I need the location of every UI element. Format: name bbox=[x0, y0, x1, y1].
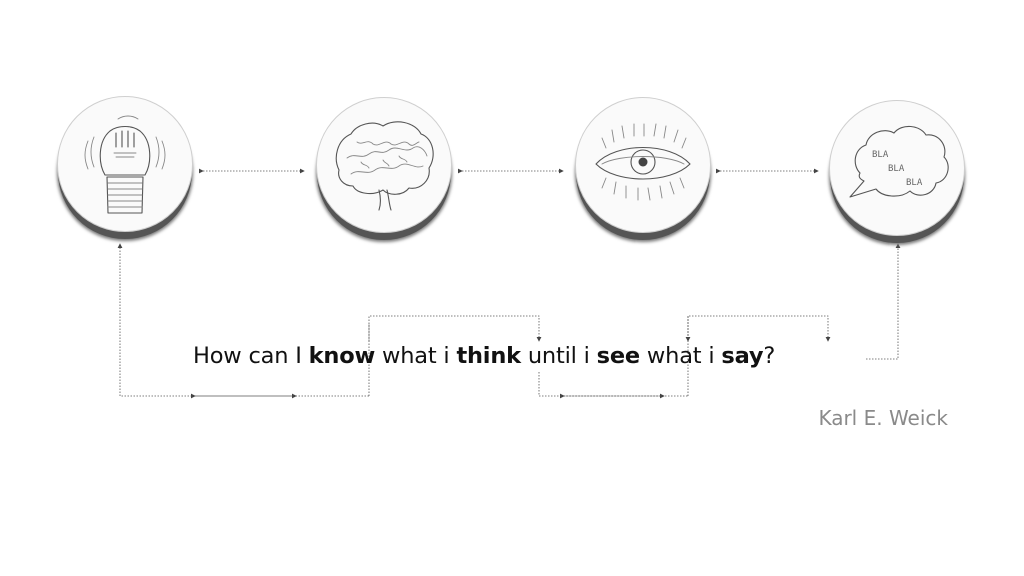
quote-part-4: what i bbox=[639, 343, 722, 369]
bubble-word-1: BLA bbox=[872, 150, 889, 160]
quote-word-see: see bbox=[596, 343, 641, 369]
loop-know-to-bulb bbox=[117, 243, 369, 397]
quote-word-know: know bbox=[308, 343, 376, 369]
speech-bubble-node: BLA BLA BLA bbox=[829, 100, 965, 236]
bubble-word-2: BLA bbox=[888, 164, 905, 174]
lightbulb-icon bbox=[84, 115, 166, 214]
bubble-word-3: BLA bbox=[906, 178, 923, 188]
quote-word-say: say bbox=[721, 343, 764, 369]
bracket-know-think bbox=[368, 315, 542, 396]
bracket-think-bottom bbox=[538, 372, 688, 397]
bracket-see-say bbox=[687, 315, 831, 396]
lightbulb-node bbox=[57, 96, 193, 232]
quote-part-1: How can I bbox=[193, 343, 309, 369]
quote-part-3: until i bbox=[520, 343, 597, 369]
brain-node bbox=[316, 97, 452, 233]
quote-word-think: think bbox=[456, 343, 521, 369]
quote-part-2: what i bbox=[375, 343, 457, 369]
eye-icon bbox=[595, 123, 691, 201]
eye-node bbox=[575, 97, 711, 233]
brain-icon bbox=[335, 121, 434, 211]
loop-say-to-bubble bbox=[866, 243, 901, 360]
quote-author: Karl E. Weick bbox=[818, 406, 948, 430]
quote-part-5: ? bbox=[763, 343, 776, 369]
speech-bubble-icon: BLA BLA BLA bbox=[849, 125, 949, 198]
quote-text: How can I know what i think until i see … bbox=[193, 343, 775, 369]
